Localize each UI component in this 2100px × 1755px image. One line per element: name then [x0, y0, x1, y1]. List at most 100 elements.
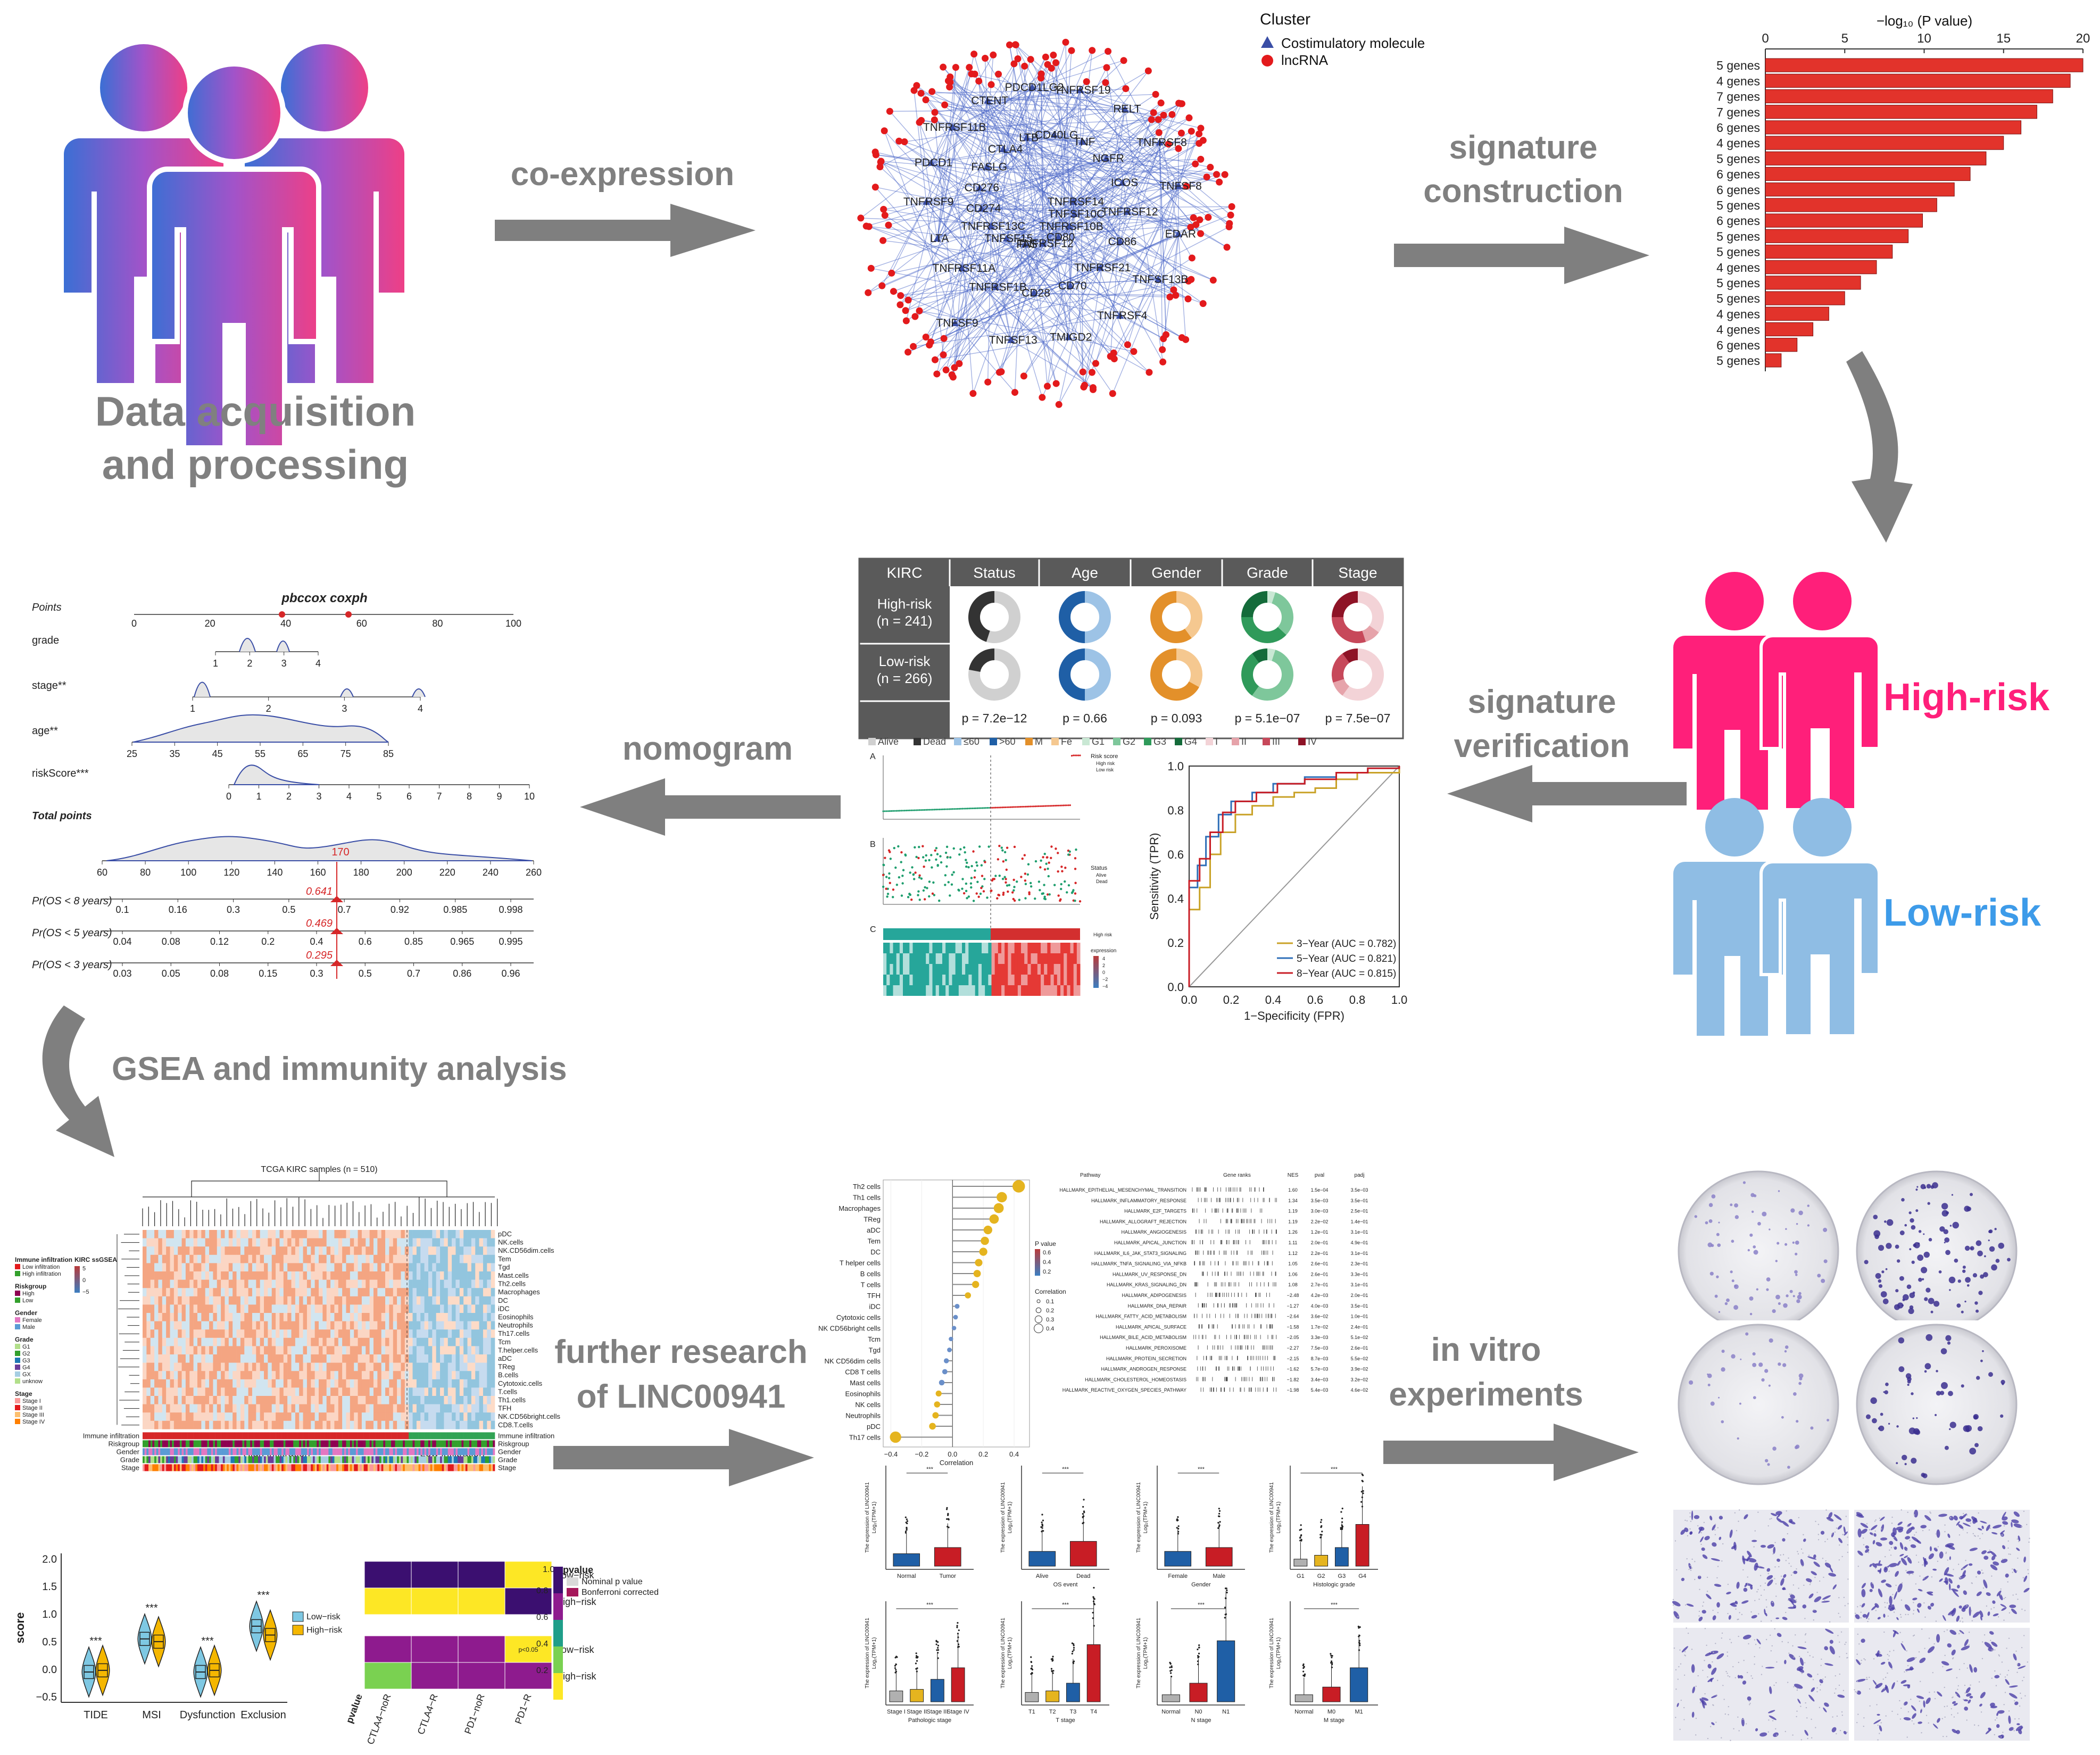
costimulatory-node — [1124, 207, 1132, 215]
heat-cell — [366, 1263, 370, 1272]
heat-cell — [256, 1279, 260, 1288]
pval-legend-tick: 0.4 — [536, 1640, 548, 1649]
network-edge — [1025, 243, 1043, 245]
heat-cell — [883, 964, 887, 975]
network-node-label: TNFSF13B — [1132, 273, 1188, 286]
heat-cell — [276, 1238, 280, 1247]
track-cell — [193, 1464, 196, 1471]
heat-cell — [912, 943, 917, 953]
heat-cell — [268, 1296, 272, 1305]
lollipop-dot — [989, 1214, 999, 1224]
heat-cell — [334, 1379, 339, 1388]
heat-cell — [189, 1396, 194, 1404]
heat-cell — [334, 1371, 339, 1380]
heat-cell — [350, 1238, 354, 1247]
heat-cell — [271, 1254, 276, 1263]
status-point — [918, 845, 920, 849]
status-point — [1005, 881, 1007, 884]
heat-cell — [385, 1254, 389, 1263]
donut-segment — [986, 591, 1020, 643]
heat-cell — [393, 1412, 397, 1421]
track-cell — [146, 1456, 149, 1463]
heat-cell — [291, 1296, 296, 1305]
heat-cell — [350, 1263, 354, 1272]
pval-legend-tick: 0.2 — [536, 1666, 548, 1675]
heat-cell — [295, 1346, 300, 1355]
heat-cell — [205, 1296, 210, 1305]
track-cell — [166, 1448, 169, 1455]
heat-cell — [361, 1387, 366, 1396]
track-cell — [297, 1432, 300, 1440]
track-cell — [358, 1448, 360, 1455]
track-cell — [463, 1456, 466, 1463]
track-cell — [377, 1448, 380, 1455]
heat-cell — [213, 1379, 218, 1388]
heat-cell — [982, 975, 985, 985]
heat-cell — [319, 1304, 323, 1313]
heat-cell — [412, 1379, 417, 1388]
heat-cell — [244, 1354, 248, 1363]
network-edge — [1015, 44, 1121, 243]
costimulatory-node — [983, 163, 991, 170]
heat-cell — [377, 1396, 381, 1404]
track-cell — [162, 1456, 164, 1463]
heat-cell — [393, 1238, 397, 1247]
heat-cell — [440, 1304, 444, 1313]
lncrna-node — [1170, 286, 1177, 294]
heat-cell — [409, 1362, 413, 1371]
heat-cell — [1057, 953, 1061, 964]
donut-segment — [1059, 648, 1085, 701]
track-cell — [381, 1464, 384, 1471]
network-edge — [875, 152, 1128, 213]
heat-cell — [193, 1337, 198, 1346]
heat-cell — [291, 1371, 296, 1380]
heat-cell — [330, 1354, 335, 1363]
heat-cell — [350, 1279, 354, 1288]
network-edge — [900, 287, 996, 296]
track-cell — [195, 1464, 198, 1471]
track-cell — [416, 1448, 419, 1455]
heat-cell — [385, 1329, 389, 1338]
heat-cell — [319, 1420, 323, 1429]
heat-cell — [965, 975, 969, 985]
track-cell — [311, 1432, 313, 1440]
heat-cell — [213, 1346, 218, 1355]
bar — [1765, 338, 1798, 352]
heat-cell — [354, 1371, 358, 1380]
heat-cell — [366, 1296, 370, 1305]
pval-cell — [364, 1587, 412, 1615]
status-point — [965, 882, 968, 885]
heat-cell — [197, 1396, 202, 1404]
heat-cell — [248, 1296, 253, 1305]
risk-point — [882, 810, 884, 812]
track-cell — [444, 1464, 446, 1471]
heat-cell — [150, 1420, 155, 1429]
heat-cell — [295, 1246, 300, 1255]
network-edge — [881, 161, 1059, 238]
track-cell — [285, 1432, 288, 1440]
network-edge — [869, 226, 1070, 287]
heat-cell — [314, 1313, 319, 1321]
heat-cell — [358, 1354, 362, 1363]
heat-cell — [162, 1420, 167, 1429]
lncrna-node — [880, 206, 887, 213]
lncrna-node — [1089, 47, 1096, 54]
roc-y-tick: 0.2 — [1167, 936, 1184, 950]
heat-cell — [221, 1254, 225, 1263]
heat-cell — [424, 1354, 429, 1363]
heat-cell — [906, 964, 910, 975]
heat-cell — [170, 1420, 175, 1429]
heat-cell — [487, 1362, 491, 1371]
heatmap-row-label: Neutrophils — [498, 1321, 533, 1329]
heat-cell — [1041, 953, 1044, 964]
heat-cell — [330, 1279, 335, 1288]
heat-cell — [377, 1271, 381, 1280]
heat-cell — [185, 1246, 190, 1255]
heat-cell — [389, 1263, 394, 1272]
heat-cell — [487, 1346, 491, 1355]
legend-swatch — [1025, 738, 1033, 745]
heat-cell — [471, 1279, 476, 1288]
heat-cell — [412, 1337, 417, 1346]
heat-cell — [467, 1296, 472, 1305]
heat-cell — [366, 1271, 370, 1280]
